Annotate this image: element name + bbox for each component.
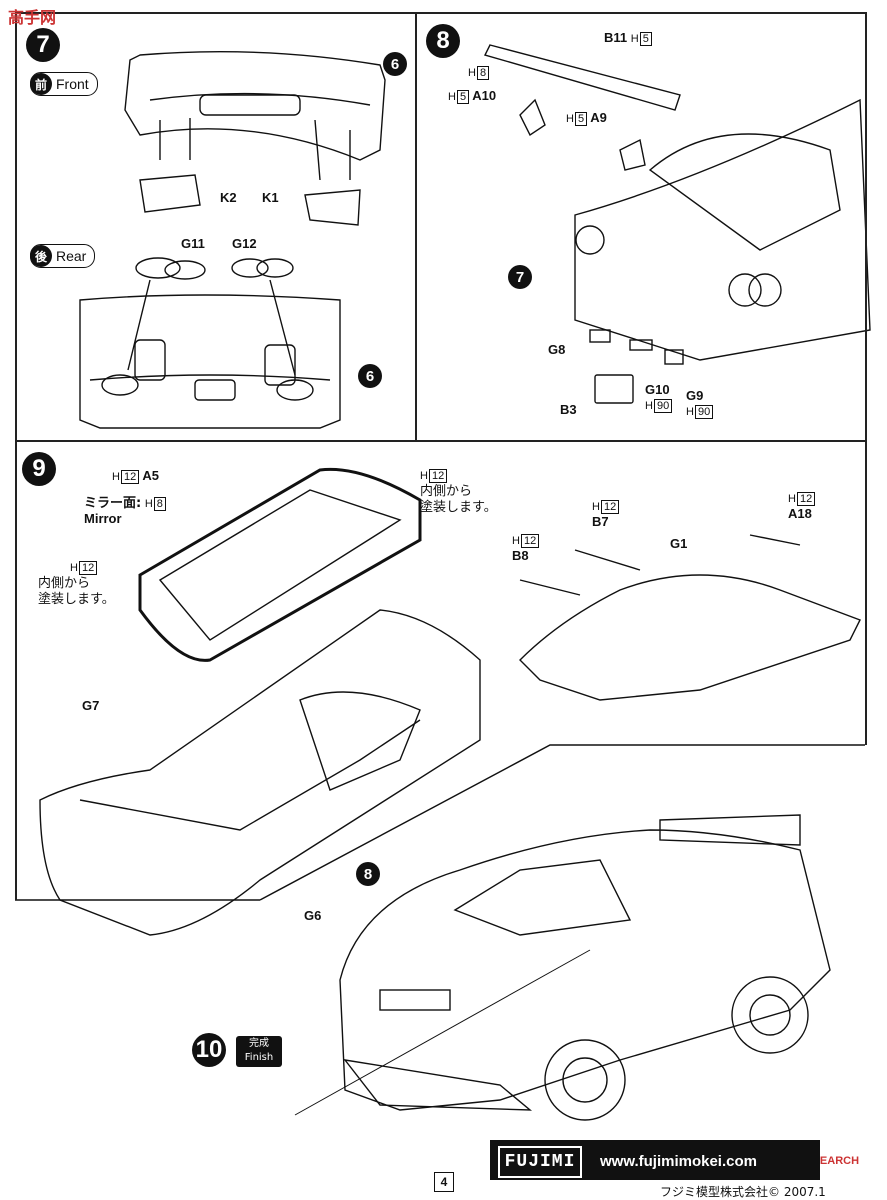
part-a9-name: A9 [590,110,607,125]
part-g7: G7 [82,698,100,713]
ref-6-rear: 6 [358,364,382,388]
paint-num-b7: 12 [600,500,620,514]
part-g12: G12 [232,236,257,251]
step-10-number: 10 [192,1033,226,1067]
part-g9-name: G9 [686,388,704,403]
paint-h-g9: H [686,406,694,418]
part-b8-name: B8 [512,548,529,563]
paint-num-a10b: 8 [476,66,490,80]
front-kanji: 前 [30,73,52,95]
part-k1: K1 [262,190,279,205]
paint-h-a18: H [788,493,796,505]
part-a18-name: A18 [788,506,812,521]
ref-6-front: 6 [383,52,407,76]
part-b7-name: B7 [592,514,609,529]
paint-num-a5: 12 [120,470,140,484]
part-g6: G6 [304,908,322,923]
step-9-number: 9 [22,452,56,486]
finish-badge: 完成 Finish [236,1036,282,1067]
paint-num-left-frame: 12 [78,561,98,575]
rear-label: 後 Rear [30,244,96,268]
paint-num-b11: 5 [639,32,652,46]
paint-h-mirror: H [144,498,153,510]
paint-num-g9: 90 [694,405,714,419]
mirror-en: Mirror [84,511,122,526]
paint-num-right-frame: 12 [428,469,448,483]
part-k2: K2 [220,190,237,205]
paint-h-right-frame: H [420,470,428,482]
website-url[interactable]: www.fujimimokei.com [600,1153,757,1170]
part-a10-name: A10 [472,88,497,103]
part-g10-name: G10 [645,382,670,397]
part-a5-name: A5 [142,468,159,483]
page-number: 4 [434,1172,454,1192]
step-9-right-border [865,440,867,745]
paint-h-a10: H [448,91,456,103]
part-b11-name: B11 [604,30,628,45]
part-g1: G1 [670,536,688,551]
paint-num-a10: 5 [456,90,470,104]
mirror-jp: ミラー面: [84,496,142,511]
paint-num-g10: 90 [653,399,673,413]
part-b3: B3 [560,402,577,417]
paint-num-a18: 12 [796,492,816,506]
step-9-panel [15,440,867,442]
front-text: Front [56,76,89,92]
paint-h-g10: H [645,400,653,412]
rear-kanji: 後 [30,245,52,267]
front-label: 前 Front [30,72,98,96]
paint-h-b7: H [592,501,600,513]
brand-logo: FUJIMI [498,1146,582,1178]
step-9-left-border [15,440,17,900]
part-g11: G11 [181,236,205,251]
part-g8: G8 [548,342,566,357]
step-8-number: 8 [426,24,460,58]
rear-text: Rear [56,248,87,264]
paint-h-a5: H [112,471,120,483]
ref-7-body: 7 [508,265,532,289]
inside-left-2: 塗装します。 [38,592,115,607]
paint-h-b11: H [630,33,639,45]
inside-right-2: 塗装します。 [420,500,497,515]
paint-num-a9: 5 [574,112,588,126]
inside-left-1: 内側から [38,576,91,591]
finish-jp: 完成 [249,1038,269,1049]
paint-h-a9: H [566,113,574,125]
ref-8-body: 8 [356,862,380,886]
paint-num-b8: 12 [520,534,540,548]
paint-h-a10b: H [468,67,476,79]
copyright: フジミ模型株式会社© 2007.1 [660,1185,826,1199]
paint-h-left-frame: H [70,562,78,574]
paint-num-mirror: 8 [153,497,166,511]
inside-right-1: 内側から [420,484,473,499]
paint-h-b8: H [512,535,520,547]
watermark-top: 高手网 [8,10,57,27]
finish-en: Finish [244,1052,274,1063]
step-7-number: 7 [26,28,60,62]
